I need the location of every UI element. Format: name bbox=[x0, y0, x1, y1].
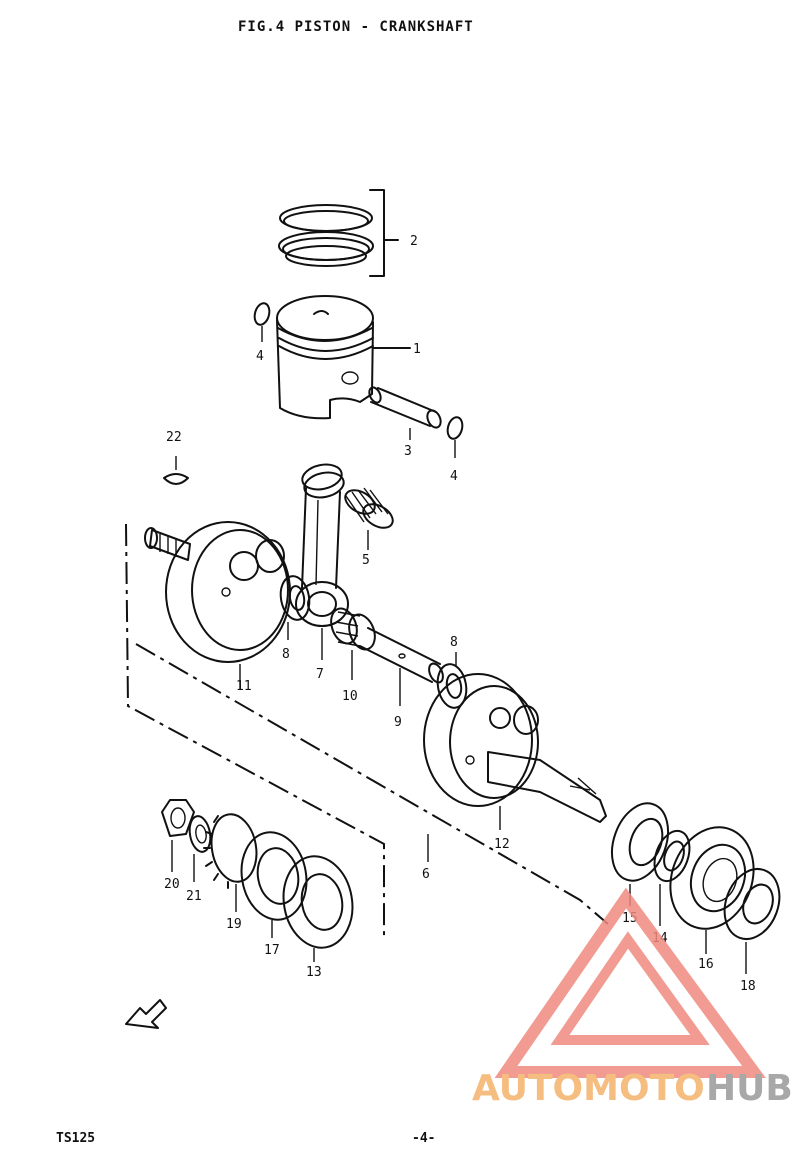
callout-16: 16 bbox=[698, 957, 714, 972]
crankshaft-nut bbox=[161, 799, 195, 872]
piston-pin-circlip-right bbox=[446, 416, 464, 458]
thrust-washer-left bbox=[279, 575, 311, 640]
callout-20: 20 bbox=[164, 877, 180, 892]
crankshaft-assembly-bracket bbox=[125, 523, 609, 940]
spacer bbox=[653, 829, 691, 926]
callout-6: 6 bbox=[422, 867, 430, 882]
callout-7: 7 bbox=[316, 667, 324, 682]
callout-17: 17 bbox=[264, 943, 280, 958]
footer-model: TS125 bbox=[56, 1131, 95, 1146]
bearing-right bbox=[669, 826, 755, 954]
oil-seal-outer bbox=[723, 868, 781, 974]
watermark-brand-b: HUB bbox=[706, 1068, 793, 1109]
callout-3: 3 bbox=[404, 444, 412, 459]
right-crank-half bbox=[423, 673, 607, 830]
callout-8-right: 8 bbox=[450, 635, 458, 650]
callout-4-left: 4 bbox=[256, 349, 264, 364]
callout-1: 1 bbox=[413, 342, 421, 357]
piston-rings bbox=[278, 189, 399, 277]
connecting-rod bbox=[295, 463, 349, 660]
bearing-left bbox=[240, 831, 308, 938]
watermark-logo: AUTOMOTO HUB bbox=[472, 887, 793, 1109]
figure-title: FIG.4 PISTON - CRANKSHAFT bbox=[238, 19, 474, 35]
woodruff-key bbox=[163, 456, 189, 485]
callout-9: 9 bbox=[394, 715, 402, 730]
callout-5: 5 bbox=[362, 553, 370, 568]
footer-page-number: -4- bbox=[412, 1131, 435, 1146]
callout-13: 13 bbox=[306, 965, 322, 980]
callout-19: 19 bbox=[226, 917, 242, 932]
callout-2: 2 bbox=[410, 234, 418, 249]
callout-11: 11 bbox=[236, 679, 252, 694]
callout-21: 21 bbox=[186, 889, 202, 904]
oil-seal-left bbox=[282, 855, 354, 962]
callout-4-right: 4 bbox=[450, 469, 458, 484]
small-end-needle-bearing bbox=[344, 487, 394, 550]
left-crank-half bbox=[144, 521, 291, 690]
callout-22: 22 bbox=[166, 430, 182, 445]
callout-10: 10 bbox=[342, 689, 358, 704]
thrust-washer-right bbox=[436, 652, 468, 709]
piston-pin-circlip-left bbox=[253, 302, 271, 342]
callout-18: 18 bbox=[740, 979, 756, 994]
crank-pin bbox=[359, 627, 444, 706]
big-end-needle-bearing bbox=[330, 607, 376, 680]
callout-8-left: 8 bbox=[282, 647, 290, 662]
piston bbox=[276, 295, 411, 420]
front-direction-arrow-icon bbox=[125, 999, 167, 1029]
callout-12: 12 bbox=[494, 837, 510, 852]
piston-pin bbox=[368, 386, 442, 440]
primary-drive-gear bbox=[203, 813, 258, 912]
watermark-brand-a: AUTOMOTO bbox=[472, 1068, 705, 1109]
